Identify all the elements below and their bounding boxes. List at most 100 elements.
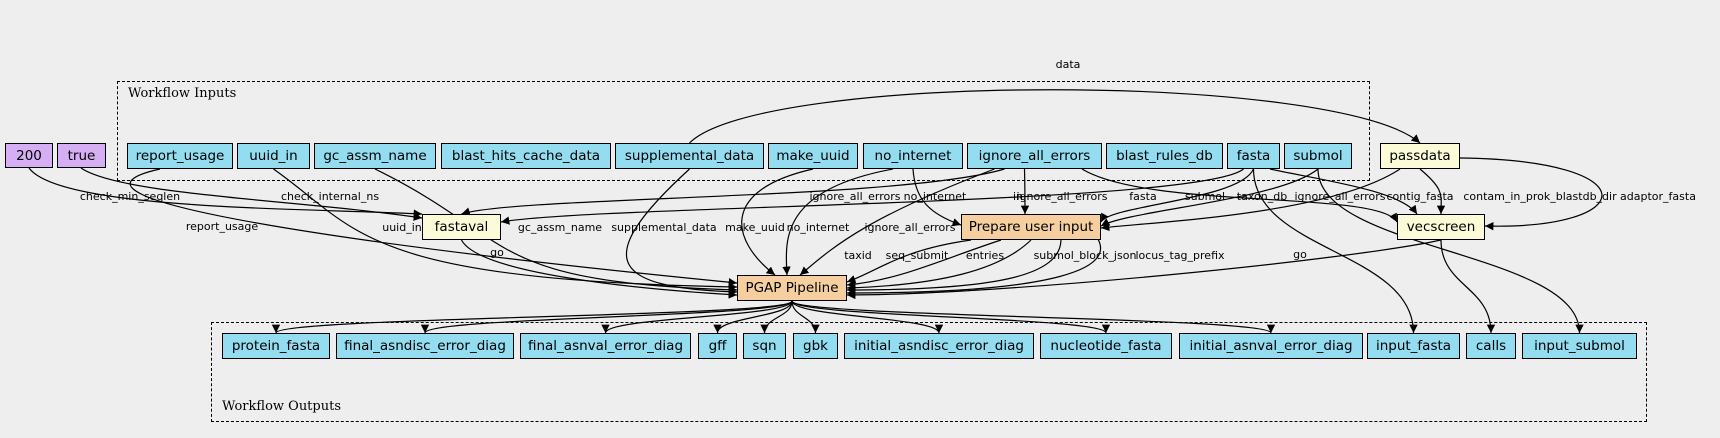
edge-label: check_internal_ns — [281, 190, 379, 203]
edge-line — [1269, 168, 1418, 215]
edge-line — [912, 168, 962, 227]
input-report-usage-node[interactable]: report_usage — [127, 143, 233, 169]
edge-label: contig_fasta — [1387, 190, 1454, 203]
edge-line — [846, 239, 972, 284]
edge-label: report_usage — [186, 220, 259, 233]
edge-line — [1252, 168, 1418, 334]
edge-label: gc_assm_name — [518, 221, 602, 234]
edge-line — [374, 168, 738, 294]
edge-label: adaptor_fasta — [1620, 190, 1696, 203]
edge-label: make_uuid — [725, 221, 785, 234]
workflow-inputs-label: Workflow Inputs — [128, 86, 237, 101]
output-calls-node[interactable]: calls — [1466, 333, 1516, 359]
edge-line — [1100, 168, 1401, 232]
edge-line — [460, 239, 738, 299]
edge-line — [1100, 168, 1319, 227]
input-make-uuid-node[interactable]: make_uuid — [768, 143, 858, 169]
output-gbk-node[interactable]: gbk — [793, 333, 838, 359]
param-200-node[interactable]: 200 — [5, 143, 53, 168]
edge-label: no_internet — [904, 190, 967, 203]
output-protein-fasta-node[interactable]: protein_fasta — [222, 333, 330, 359]
edge-label: seq_submit — [886, 249, 949, 262]
output-input-submol-node[interactable]: input_submol — [1522, 333, 1637, 359]
output-sqn-node[interactable]: sqn — [743, 333, 786, 359]
edge-line — [846, 239, 1442, 300]
edge-line — [791, 300, 820, 334]
edge-label: check_min_seqlen — [80, 190, 180, 203]
edge-line — [500, 168, 1244, 225]
edge-line — [760, 300, 793, 334]
edge-line — [1081, 168, 1398, 223]
output-initial-asndisc-error-diag-node[interactable]: initial_asndisc_error_diag — [844, 333, 1034, 359]
pgap-pipeline-node[interactable]: PGAP Pipeline — [737, 275, 847, 301]
input-uuid-in-node[interactable]: uuid_in — [237, 143, 310, 169]
edge-line — [1440, 239, 1496, 334]
workflow-outputs-label: Workflow Outputs — [222, 399, 341, 414]
edge-line — [791, 300, 1275, 334]
edge-line — [1020, 168, 1030, 215]
edge-line — [713, 300, 793, 334]
edge-line — [1419, 168, 1446, 215]
edge-label: ignore_all_errors — [1016, 190, 1107, 203]
edge-line — [129, 168, 738, 287]
edge-line — [80, 167, 423, 221]
edge-label: submol — [1185, 190, 1225, 203]
edge-label: in — [1013, 190, 1023, 203]
edge-line — [420, 300, 793, 334]
output-input-fasta-node[interactable]: input_fasta — [1367, 333, 1460, 359]
edge-label: locus_tag_prefix — [1135, 249, 1225, 262]
vecscreen-node[interactable]: vecscreen — [1397, 214, 1485, 240]
edge-line — [625, 168, 738, 296]
edge-label: fasta — [1129, 190, 1156, 203]
edge-label: taxid — [844, 249, 872, 262]
input-gc-assm-name-node[interactable]: gc_assm_name — [314, 143, 436, 169]
passdata-node[interactable]: passdata — [1380, 143, 1460, 169]
edge-label: no_internet — [787, 221, 850, 234]
edge-label: supplemental_data — [611, 221, 716, 234]
workflow-outputs-cluster — [211, 322, 1647, 422]
edge-label: go — [490, 246, 504, 259]
edge-line — [846, 239, 1062, 295]
workflow-inputs-cluster — [117, 81, 1370, 181]
input-blast-rules-db-node[interactable]: blast_rules_db — [1106, 143, 1223, 169]
input-fasta-node[interactable]: fasta — [1227, 143, 1280, 169]
edge-label: ignore_all_errors — [864, 221, 955, 234]
output-final-asnval-error-diag-node[interactable]: final_asnval_error_diag — [520, 333, 691, 359]
output-gff-node[interactable]: gff — [698, 333, 737, 359]
edge-label: go — [1293, 248, 1307, 261]
output-initial-asnval-error-diag-node[interactable]: initial_asnval_error_diag — [1179, 333, 1363, 359]
prepare-user-input-node[interactable]: Prepare user input — [961, 214, 1101, 240]
edge-line — [782, 168, 894, 276]
edge-line — [689, 89, 1421, 144]
edge-line — [791, 300, 944, 334]
edge-label: contam_in_prok_blastdb_dir — [1463, 190, 1617, 203]
edge-label: entries — [966, 249, 1004, 262]
input-submol-node[interactable]: submol — [1284, 143, 1352, 169]
edge-label: ignore_all_errors — [1294, 190, 1385, 203]
output-final-asndisc-error-diag-node[interactable]: final_asndisc_error_diag — [336, 333, 514, 359]
edge-label: ignore_all_errors — [809, 190, 900, 203]
edge-line — [846, 239, 1032, 292]
edge-line — [273, 168, 738, 292]
param-true-node[interactable]: true — [57, 143, 106, 168]
input-no-internet-node[interactable]: no_internet — [863, 143, 963, 169]
input-blast-hits-cache-data-node[interactable]: blast_hits_cache_data — [441, 143, 611, 169]
edge-line — [1459, 157, 1603, 231]
input-supplemental-data-node[interactable]: supplemental_data — [615, 143, 764, 169]
edge-line — [846, 229, 1102, 298]
edge-line — [272, 300, 793, 334]
edge-line — [1317, 168, 1584, 334]
edge-line — [1100, 168, 1255, 223]
edge-label: submol_block_json — [1034, 249, 1137, 262]
output-nucleotide-fasta-node[interactable]: nucleotide_fasta — [1040, 333, 1172, 359]
edge-line — [846, 239, 1002, 289]
edge-label: data — [1056, 58, 1081, 71]
fastaval-node[interactable]: fastaval — [422, 214, 501, 240]
edge-line — [741, 168, 814, 276]
edge-line — [791, 300, 1111, 334]
edge-label: uuid_in — [382, 221, 422, 234]
edge-line — [28, 167, 423, 218]
edge-line — [601, 300, 793, 334]
input-ignore-all-errors-node[interactable]: ignore_all_errors — [967, 143, 1102, 169]
